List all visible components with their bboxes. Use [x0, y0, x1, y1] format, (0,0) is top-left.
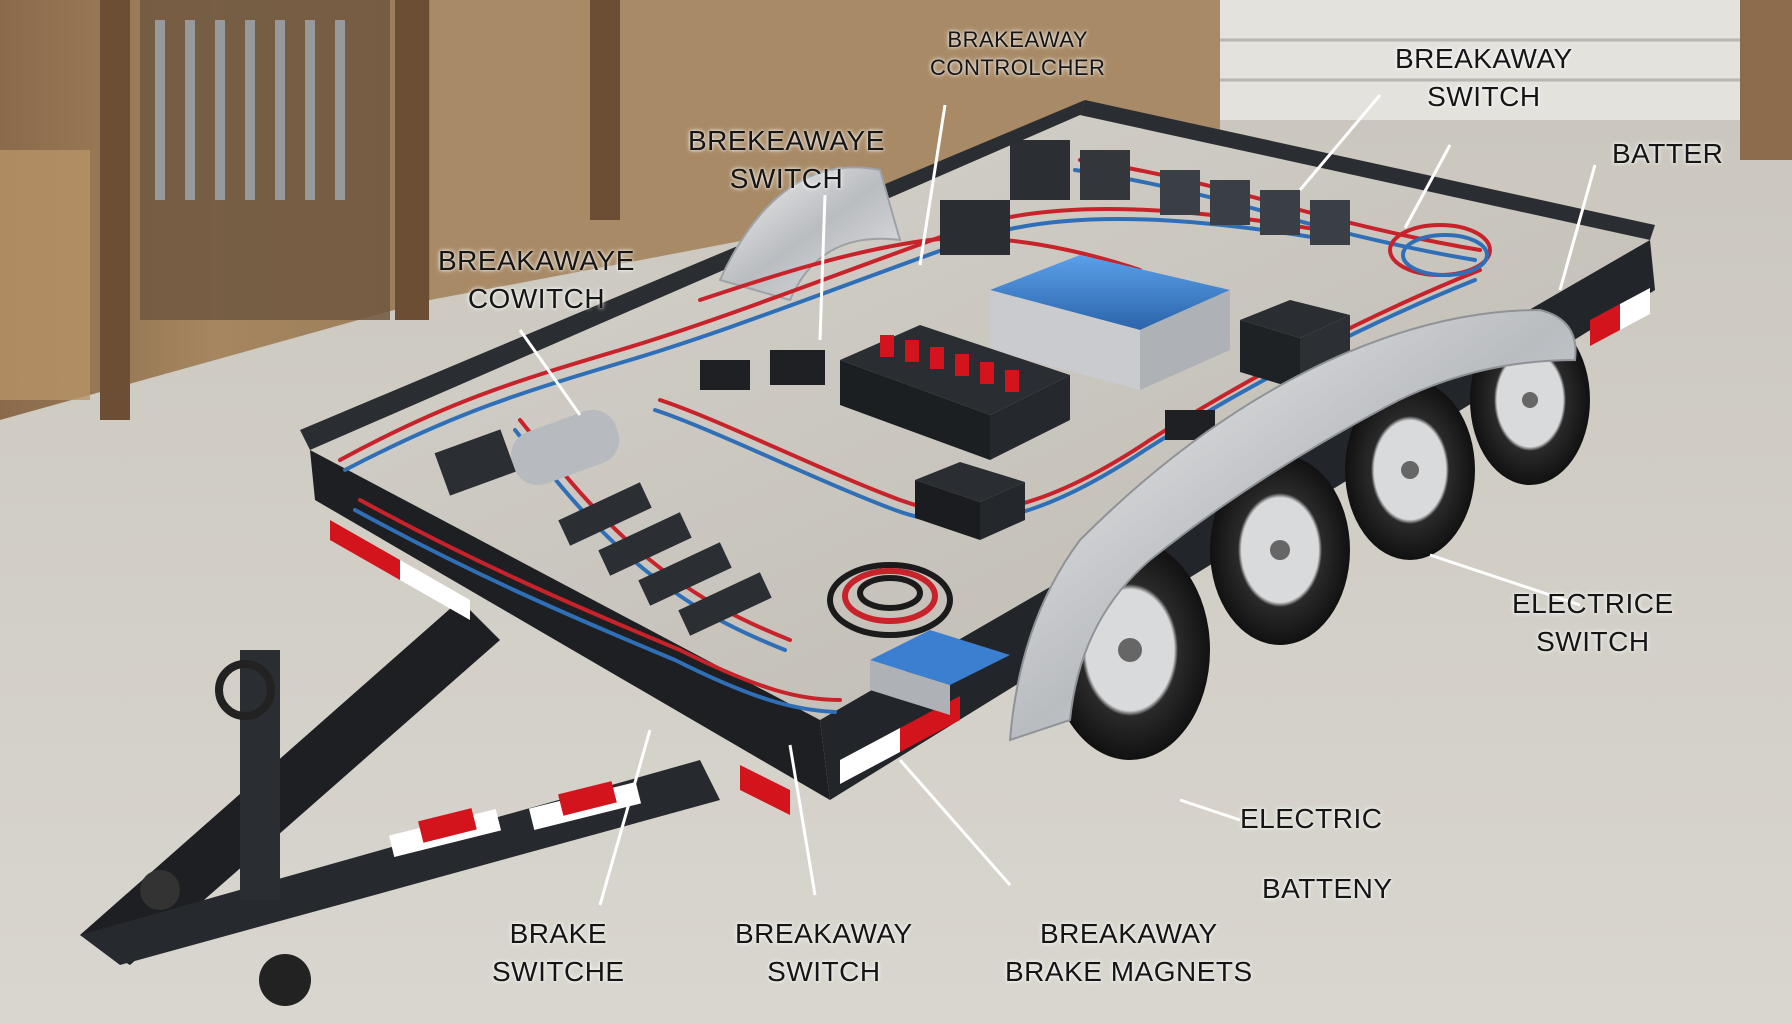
breakaway-switch-box: [915, 462, 1025, 540]
wall-shelf: [140, 0, 390, 320]
control-modules: [940, 140, 1350, 255]
label-electric: ELECTRIC: [1240, 803, 1383, 834]
back-wall: [430, 0, 1220, 300]
label-batteny: BATTENY: [1262, 873, 1393, 904]
label-breakaway-brake-magnets: BREAKAWAY BRAKE MAGNETS: [1005, 918, 1253, 987]
label-electrice-switch: ELECTRICE SWITCH: [1512, 588, 1674, 657]
front-fender: [1008, 308, 1577, 742]
breakaway-actuator: [434, 409, 620, 496]
small-battery: [870, 630, 1010, 715]
garage-door: [1220, 0, 1740, 120]
label-brake-switche: BRAKE SWITCHE: [492, 918, 625, 987]
label-breakaway-controller: BRAKEAWAY CONTROLCHER: [930, 27, 1106, 80]
wire-coil: [827, 562, 953, 638]
connectors: [558, 350, 1215, 636]
trailer-tongue: [80, 600, 720, 1006]
label-breakaway-switch-top: BREAKAWAY SWITCH: [1395, 43, 1573, 112]
label-breakawaye-cowitch: BREAKAWAYE COWITCH: [438, 245, 635, 314]
battery: [990, 255, 1230, 390]
label-brekeawaye-switch: BREKEAWAYE SWITCH: [688, 125, 885, 194]
leader-lines: [518, 94, 1597, 906]
fuse-block: [840, 325, 1070, 460]
left-side-rail: [310, 450, 830, 800]
label-batter: BATTER: [1612, 138, 1724, 169]
label-breakaway-switch-bottom: BREAKAWAY SWITCH: [735, 918, 913, 987]
